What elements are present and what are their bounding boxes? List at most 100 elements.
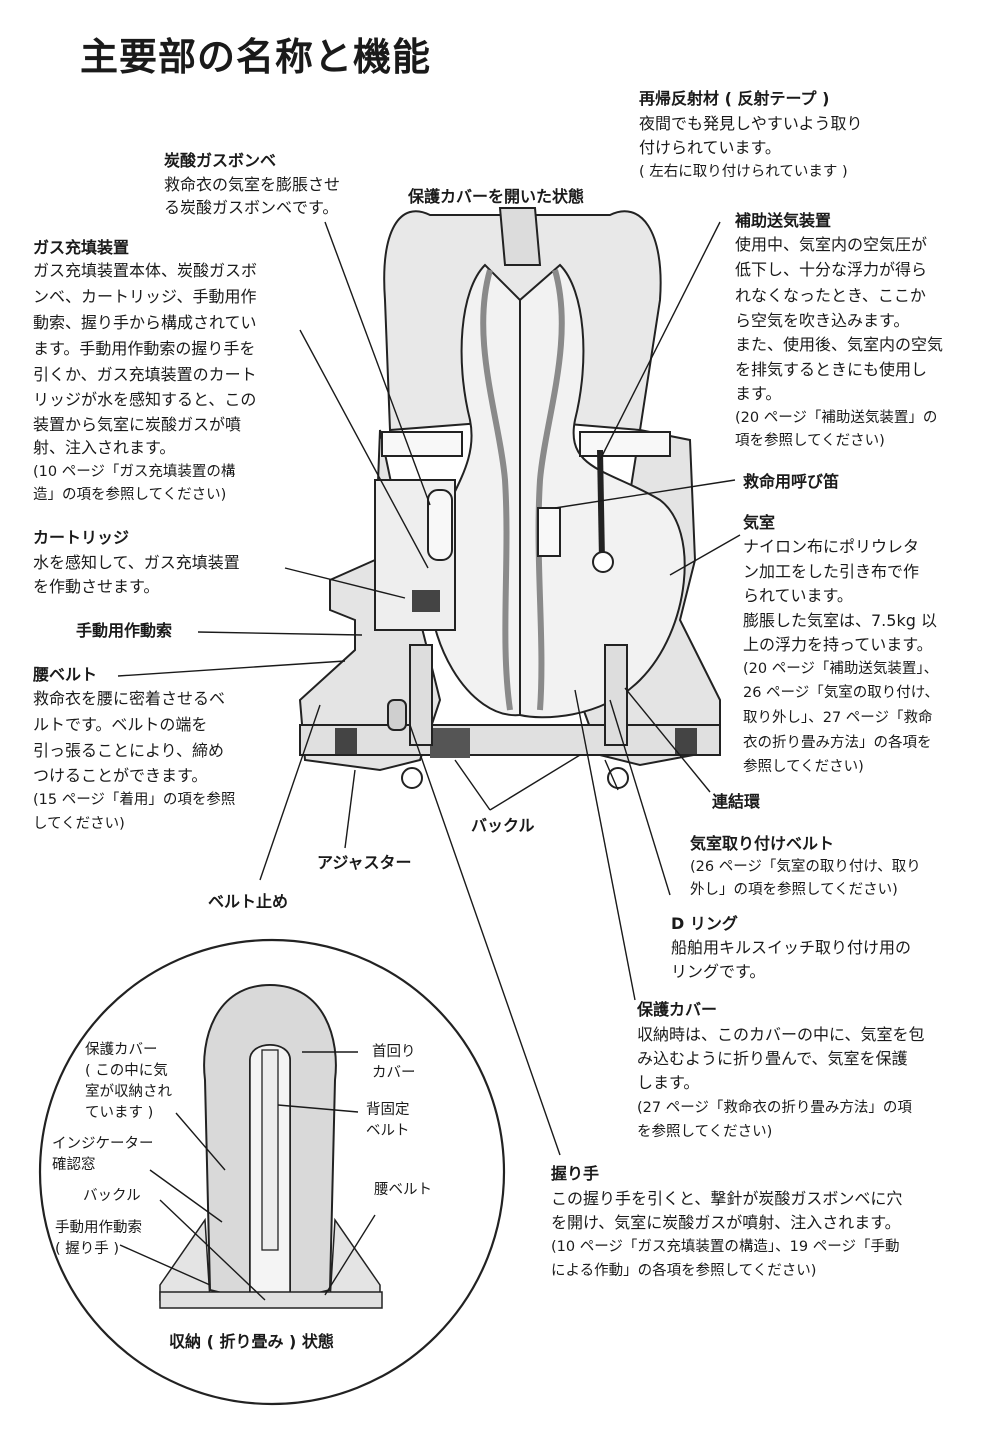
chamber-belt-ref-1: (26 ページ「気室の取り付け、取り [690, 859, 921, 875]
adjuster-right [675, 728, 697, 754]
cartridge-heading: カートリッジ [33, 528, 130, 547]
inset-manual-cord-1: 手動用作動索 [55, 1220, 142, 1236]
handle-line-2: を開け、気室に炭酸ガスが噴射、注入されます。 [551, 1213, 901, 1232]
adjuster-heading: アジャスター [317, 853, 412, 872]
back-collar-strap [498, 207, 542, 266]
reflector-ref-1: ( 左右に取り付けられています ) [639, 164, 848, 180]
chamber-ref-3: 取り外し」、27 ページ「救命 [743, 710, 933, 726]
reflector-strip-right [579, 431, 671, 457]
buckle-heading: バックル [471, 816, 535, 835]
inset-neck-cover-1: 首回り [372, 1044, 416, 1060]
chamber-belt-ref-2: 外し」の項を参照してください) [690, 882, 898, 898]
waist-belt-line-2: ルトです。ベルトの端を [33, 715, 208, 734]
chamber-line-5: 上の浮力を持っています。 [743, 635, 933, 654]
oral-inflator-tube [597, 449, 605, 561]
d-ring-heading: D リング [671, 914, 738, 933]
waist-belt-heading: 腰ベルト [33, 665, 98, 684]
co2-cylinder-line-2: る炭酸ガスボンベです。 [164, 198, 339, 217]
oral-inflator-line-2: 低下し、十分な浮力が得ら [735, 260, 928, 279]
whistle-shape [537, 507, 561, 557]
waist-belt-ref-1: (15 ページ「着用」の項を参照 [33, 792, 236, 808]
chamber-ref-2: 26 ページ「気室の取り付け、 [743, 685, 940, 701]
inset-cover-3: 室が収納され [85, 1084, 172, 1100]
cover-ref-1: (27 ページ「救命衣の折り畳み方法」の項 [637, 1100, 912, 1116]
gas-inflator-heading: ガス充填装置 [33, 238, 130, 257]
chamber-heading: 気室 [743, 513, 776, 532]
inset-waist-belt: 腰ベルト [374, 1182, 432, 1198]
cartridge-line-2: を作動させます。 [33, 577, 160, 596]
inset-caption: 収納 ( 折り畳み ) 状態 [169, 1332, 334, 1351]
chamber-belt-left [409, 644, 433, 746]
belt-stop-heading: ベルト止め [208, 892, 289, 911]
d-ring-shape [607, 767, 629, 789]
gas-inflator-line-2: ンベ、カートリッジ、手動用作 [33, 287, 257, 306]
reflector-line-2: 付けられています。 [639, 138, 781, 157]
waist-belt-ref-2: してください) [33, 816, 125, 832]
d-ring-line-1: 船舶用キルスイッチ取り付け用の [671, 938, 912, 957]
chamber-line-4: 膨脹した気室は、7.5kg 以 [743, 611, 937, 630]
co2-cylinder-shape [427, 489, 453, 561]
handle-line-1: この握り手を引くと、撃針が炭酸ガスボンベに穴 [551, 1189, 903, 1208]
oral-inflator-line-4: ら空気を吹き込みます。 [735, 311, 910, 330]
inset-manual-cord-2: ( 握り手 ) [55, 1241, 120, 1257]
cartridge-shape [412, 590, 440, 612]
waist-belt-shape [299, 724, 721, 756]
oral-inflator-valve [592, 551, 614, 573]
manual-cord-heading: 手動用作動索 [76, 621, 173, 640]
gas-inflator-line-1: ガス充填装置本体、炭酸ガスボ [33, 261, 258, 280]
handle-shape [387, 699, 407, 731]
waist-belt-line-4: つけることができます。 [33, 766, 208, 785]
co2-cylinder-heading: 炭酸ガスボンベ [164, 151, 277, 170]
chamber-trim [480, 269, 513, 711]
inset-buckle: バックル [83, 1188, 141, 1204]
vest-illustration [298, 207, 721, 789]
cartridge-line-1: 水を感知して、ガス充填装置 [33, 553, 240, 572]
reflector-heading: 再帰反射材 ( 反射テープ ) [639, 89, 830, 108]
oral-inflator-ref-1: (20 ページ「補助送気装置」の [735, 410, 938, 426]
chamber-ref-1: (20 ページ「補助送気装置」、 [743, 661, 939, 677]
inset-indicator-2: 確認窓 [52, 1157, 96, 1173]
cover-line-2: み込むように折り畳んで、気室を保護 [637, 1049, 908, 1068]
chamber-line-2: ン加工をした引き布で作 [743, 562, 920, 581]
whistle-heading: 救命用呼び笛 [743, 472, 840, 491]
gas-inflator-ref-1: (10 ページ「ガス充填装置の構 [33, 464, 236, 480]
inset-back-belt [261, 1049, 279, 1251]
chamber-ref-5: 参照してください) [743, 759, 864, 775]
oral-inflator-heading: 補助送気装置 [735, 211, 832, 230]
leader-lines [117, 221, 741, 1156]
gas-inflator-line-7: 装置から気室に炭酸ガスが噴 [33, 415, 242, 434]
inset-back-belt-1: 背固定 [366, 1102, 410, 1118]
chamber-belt-heading: 気室取り付けベルト [690, 834, 835, 853]
waist-belt-line-1: 救命衣を腰に密着させるベ [33, 689, 226, 708]
inset-neck-cover-2: カバー [372, 1065, 416, 1081]
handle-heading: 握り手 [551, 1164, 600, 1183]
handle-ref-2: による作動」の各項を参照してください) [551, 1263, 817, 1279]
d-ring-line-2: リングです。 [671, 962, 766, 981]
waist-belt-line-3: 引っ張ることにより、締め [33, 741, 225, 760]
gas-inflator-line-3: 動索、握り手から構成されてい [33, 313, 257, 332]
cover-ref-2: を参照してください) [637, 1124, 773, 1140]
page-title: 主要部の名称と機能 [80, 35, 432, 79]
chamber-trim-right [535, 269, 565, 711]
inset-back-belt-2: ベルト [366, 1123, 410, 1139]
gas-inflator-line-6: リッジが水を感知すると、この [33, 390, 257, 409]
oral-inflator-line-3: れなくなったとき、ここか [735, 286, 926, 305]
co2-cylinder-line-1: 救命衣の気室を膨脹させ [164, 175, 341, 194]
inset-cover-4: ています ) [85, 1105, 154, 1121]
cover-line-1: 収納時は、このカバーの中に、気室を包 [637, 1025, 925, 1044]
gas-inflator-line-4: ます。手動用作動索の握り手を [33, 339, 256, 358]
reflector-strip-left [381, 431, 463, 457]
open-state-label: 保護カバーを開いた状態 [408, 187, 585, 206]
inset-waist-belt [159, 1291, 383, 1309]
chamber-belt-right [604, 644, 628, 746]
gas-inflator-line-8: 射、注入されます。 [33, 438, 176, 457]
d-ring-left-shape [401, 767, 423, 789]
adjuster-left [335, 728, 357, 754]
oral-inflator-line-6: を排気するときにも使用し [735, 360, 928, 379]
chamber-ref-4: 衣の折り畳み方法」の各項を [743, 735, 932, 751]
link-ring-heading: 連結環 [712, 792, 761, 811]
oral-inflator-line-7: ます。 [735, 384, 782, 403]
gas-inflator-ref-2: 造」の項を参照してください) [33, 487, 227, 503]
oral-inflator-line-1: 使用中、気室内の空気圧が [735, 235, 928, 254]
